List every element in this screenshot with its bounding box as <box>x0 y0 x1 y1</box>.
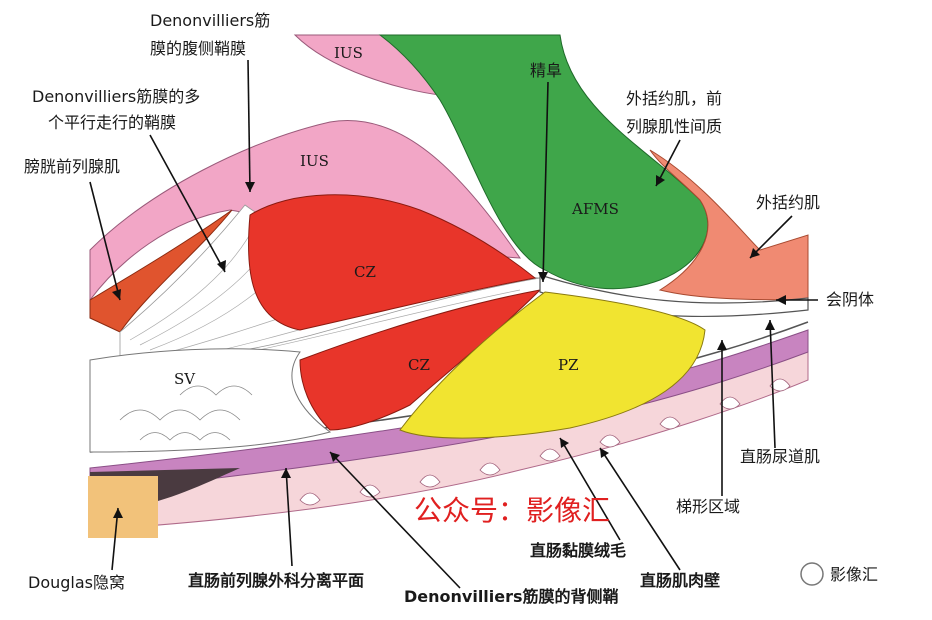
label-douglas: Douglas隐窝 <box>28 573 125 592</box>
zone-label-ius-top: IUS <box>334 44 363 62</box>
label-denon-ventral-1: Denonvilliers筋 <box>150 11 270 30</box>
cz-lower <box>299 289 542 431</box>
cz-upper <box>248 194 537 331</box>
label-rectourethralis: 直肠尿道肌 <box>740 447 820 466</box>
watermark: 公众号：影像汇 <box>414 494 610 527</box>
zone-label-pz: PZ <box>558 356 579 374</box>
brand-name: 影像汇 <box>830 565 878 584</box>
external-sphincter-stroma <box>649 149 809 301</box>
label-denon-multi-1: Denonvilliers筋膜的多 <box>32 87 200 106</box>
zone-label-cz-lower: CZ <box>408 356 430 374</box>
zone-label-afms: AFMS <box>571 200 619 218</box>
rectum-villi-scallops <box>299 378 791 506</box>
zone-label-cz-upper: CZ <box>354 263 376 281</box>
callout-arrows <box>89 59 818 589</box>
pz <box>399 291 706 439</box>
rectum-muscle-wall <box>89 329 809 493</box>
wechat-icon <box>800 562 824 586</box>
label-rectal-wall: 直肠肌肉壁 <box>640 571 720 590</box>
label-trapezoid: 梯形区域 <box>676 497 740 516</box>
label-denon-ventral-2: 膜的腹侧鞘膜 <box>150 39 246 58</box>
seminal-vesicle-folds <box>119 385 253 441</box>
seminal-vesicle <box>89 348 332 453</box>
label-verumontanum: 精阜 <box>530 61 562 80</box>
zone-label-sv: SV <box>174 370 196 388</box>
bladder-prostate-muscle <box>89 209 233 333</box>
douglas-region <box>88 476 158 538</box>
label-ext-sphincter-stroma-2: 列腺肌性间质 <box>626 117 722 136</box>
label-rectal-villi: 直肠黏膜绒毛 <box>530 541 626 560</box>
label-ext-sphincter-stroma-1: 外括约肌，前 <box>626 89 722 108</box>
label-denon-multi-2: 个平行走行的鞘膜 <box>48 113 176 132</box>
zone-label-ius-mid: IUS <box>300 152 329 170</box>
label-bladder-prostate-muscle: 膀胱前列腺肌 <box>24 157 120 176</box>
afms <box>378 34 709 290</box>
arrowheads <box>112 175 786 518</box>
label-denon-dorsal: Denonvilliers筋膜的背侧鞘 <box>404 587 619 606</box>
label-ext-sphincter: 外括约肌 <box>756 193 820 212</box>
label-perineal-body: 会阴体 <box>826 290 874 309</box>
label-surgical-plane: 直肠前列腺外科分离平面 <box>188 571 364 590</box>
brand-mark: 影像汇 <box>800 562 878 586</box>
